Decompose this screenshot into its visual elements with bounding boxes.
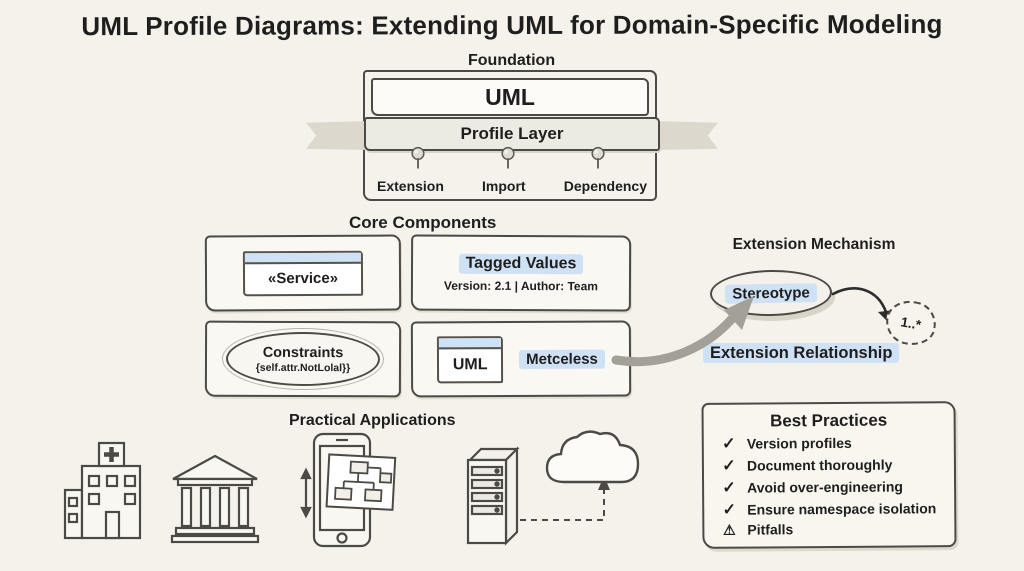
best-practice-label: Ensure namespace isolation: [747, 500, 937, 518]
service-panel: «Service»: [204, 234, 402, 312]
best-practice-item: ✓ Ensure namespace isolation: [720, 498, 954, 520]
foundation-relationship-labels: Extension Import Dependency: [377, 178, 647, 194]
core-components-label: Core Components: [349, 213, 497, 232]
extension-mechanism-label: Extension Mechanism: [732, 236, 896, 253]
best-practices-title: Best Practices: [769, 410, 888, 431]
server-icon: [466, 446, 520, 546]
best-practice-item: ✓ Document thoroughly: [720, 454, 954, 476]
page-title: UML Profile Diagrams: Extending UML for …: [81, 8, 943, 42]
pin-label-dependency: Dependency: [563, 178, 647, 194]
best-practice-label: Avoid over-engineering: [747, 478, 903, 496]
pushpin-icon: [409, 146, 427, 170]
practical-applications-label: Practical Applications: [289, 412, 456, 429]
best-practice-label: Pitfalls: [747, 521, 794, 538]
metaclass-label: Metceless: [519, 349, 605, 369]
tagged-values-detail: Version: 2.1 | Author: Team: [443, 278, 599, 293]
best-practice-label: Version profiles: [746, 434, 852, 452]
constraints-panel: Constraints {self.attr.NotLolal}}: [204, 320, 402, 398]
check-icon: ✓: [722, 435, 736, 453]
profile-ribbon: Profile Layer: [306, 116, 718, 154]
uml-label: UML: [485, 83, 535, 110]
warning-icon: ⚠: [723, 521, 736, 538]
check-icon: ✓: [722, 479, 736, 497]
ribbon-right-tail-icon: [654, 121, 718, 150]
metaclass-panel: UML Metceless: [410, 320, 632, 398]
stereotype-label: Stereotype: [725, 282, 817, 304]
constraints-title: Constraints: [262, 344, 344, 361]
multiplicity-label: 1..*: [899, 313, 923, 333]
best-practice-label: Document thoroughly: [746, 456, 893, 474]
profile-layer-banner: Profile Layer: [364, 117, 660, 151]
best-practices-box: Best Practices ✓ Version profiles ✓ Docu…: [701, 401, 957, 549]
tagged-values-title: Tagged Values: [458, 253, 584, 274]
check-icon: ✓: [722, 457, 736, 475]
bank-icon: [170, 454, 260, 544]
constraints-ellipse: Constraints {self.attr.NotLolal}}: [221, 327, 385, 391]
constraints-expression: {self.attr.NotLolal}}: [255, 361, 351, 374]
best-practice-item: ✓ Version profiles: [720, 432, 954, 454]
pin-label-import: Import: [482, 178, 526, 194]
uml-box: UML: [371, 78, 649, 116]
best-practice-item: ⚠ Pitfalls: [720, 520, 954, 539]
multiplicity-circle: 1..*: [882, 296, 940, 350]
pin-label-extension: Extension: [377, 178, 444, 194]
foundation-label: Foundation: [468, 52, 556, 69]
service-stereotype-label: «Service»: [267, 269, 339, 288]
hospital-icon: [63, 441, 142, 540]
foundation-section: UML Extension Import: [363, 70, 657, 201]
metaclass-header-strip: [439, 337, 502, 349]
ribbon-left-tail-icon: [306, 121, 370, 150]
cloud-icon: [545, 430, 640, 484]
tagged-values-panel: Tagged Values Version: 2.1 | Author: Tea…: [410, 234, 632, 312]
service-class-box: «Service»: [242, 250, 364, 296]
check-icon: ✓: [722, 501, 737, 519]
smartphone-icon: [300, 432, 397, 548]
flowchart-icon: [325, 453, 397, 511]
extension-relationship-label: Extension Relationship: [703, 343, 900, 363]
metaclass-box-label: UML: [452, 355, 488, 373]
server-cloud-connector-icon: [520, 476, 610, 521]
pushpin-icon: [499, 146, 517, 170]
stereotype-ellipse: Stereotype: [709, 268, 833, 318]
best-practice-item: ✓ Avoid over-engineering: [720, 476, 954, 498]
service-header-strip: [244, 252, 361, 264]
pushpin-icon: [589, 146, 607, 170]
metaclass-box: UML: [437, 335, 504, 383]
profile-layer-label: Profile Layer: [460, 124, 564, 143]
